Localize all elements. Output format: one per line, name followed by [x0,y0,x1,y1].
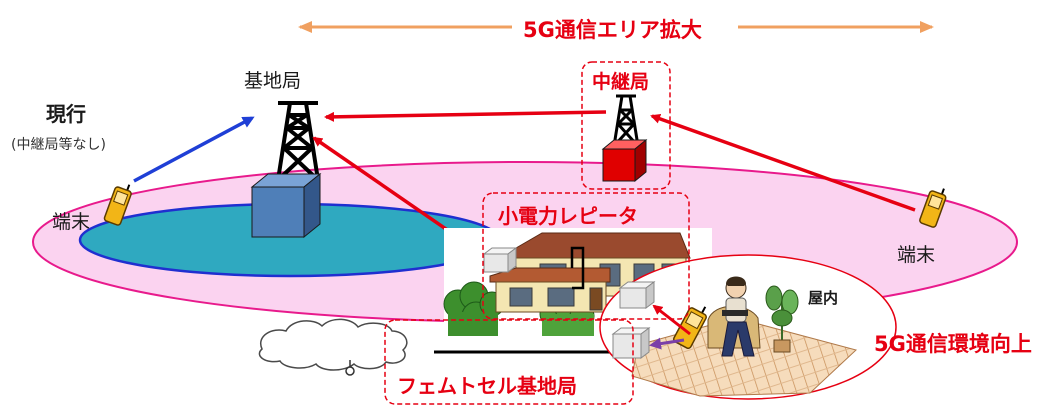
indoor-to-repeater-link [652,304,691,336]
improvement-label: 5G通信環境向上 [874,332,1032,356]
current-subtitle: (中継局等なし) [11,137,106,153]
relay-tower-icon [612,94,640,148]
terminal-to-relay-link [650,113,916,212]
small-repeater-label: 小電力レピータ [498,204,638,228]
current-link [133,116,255,183]
terminal-left-icon [103,184,132,226]
terminal-right-label: 端末 [897,244,936,266]
seated-person-icon [707,276,761,357]
cloud-icon [258,318,408,371]
repeater-box-upper [482,247,518,273]
femtocell-box-icon [611,327,651,359]
terminal-left-label: 端末 [52,211,91,233]
femtocell-label: フェムトセル基地局 [397,374,577,398]
house-icon [489,232,691,313]
repeater-box-lower [618,281,656,309]
relay-to-base-link [324,110,607,122]
base-station-box [250,172,322,239]
house-cable [570,246,585,290]
terminal-indoor-icon [672,306,707,350]
expansion-label: 5G通信エリア拡大 [523,18,702,42]
repeater-frame [482,192,690,320]
base-tower-icon [276,101,320,182]
femtocell-frame [384,319,634,405]
bush-left [443,281,505,336]
relay-station-box [601,138,648,183]
indoor-to-femtocell-link [649,337,685,350]
lamp-icon [345,360,355,376]
relay-station-frame [581,61,671,190]
indoor-label: 屋内 [808,289,839,307]
current-title: 現行 [46,102,86,126]
base-station-label: 基地局 [244,70,302,92]
terminal-right-icon [919,188,947,228]
relay-station-label: 中継局 [592,71,650,93]
plant-icon [765,285,799,353]
